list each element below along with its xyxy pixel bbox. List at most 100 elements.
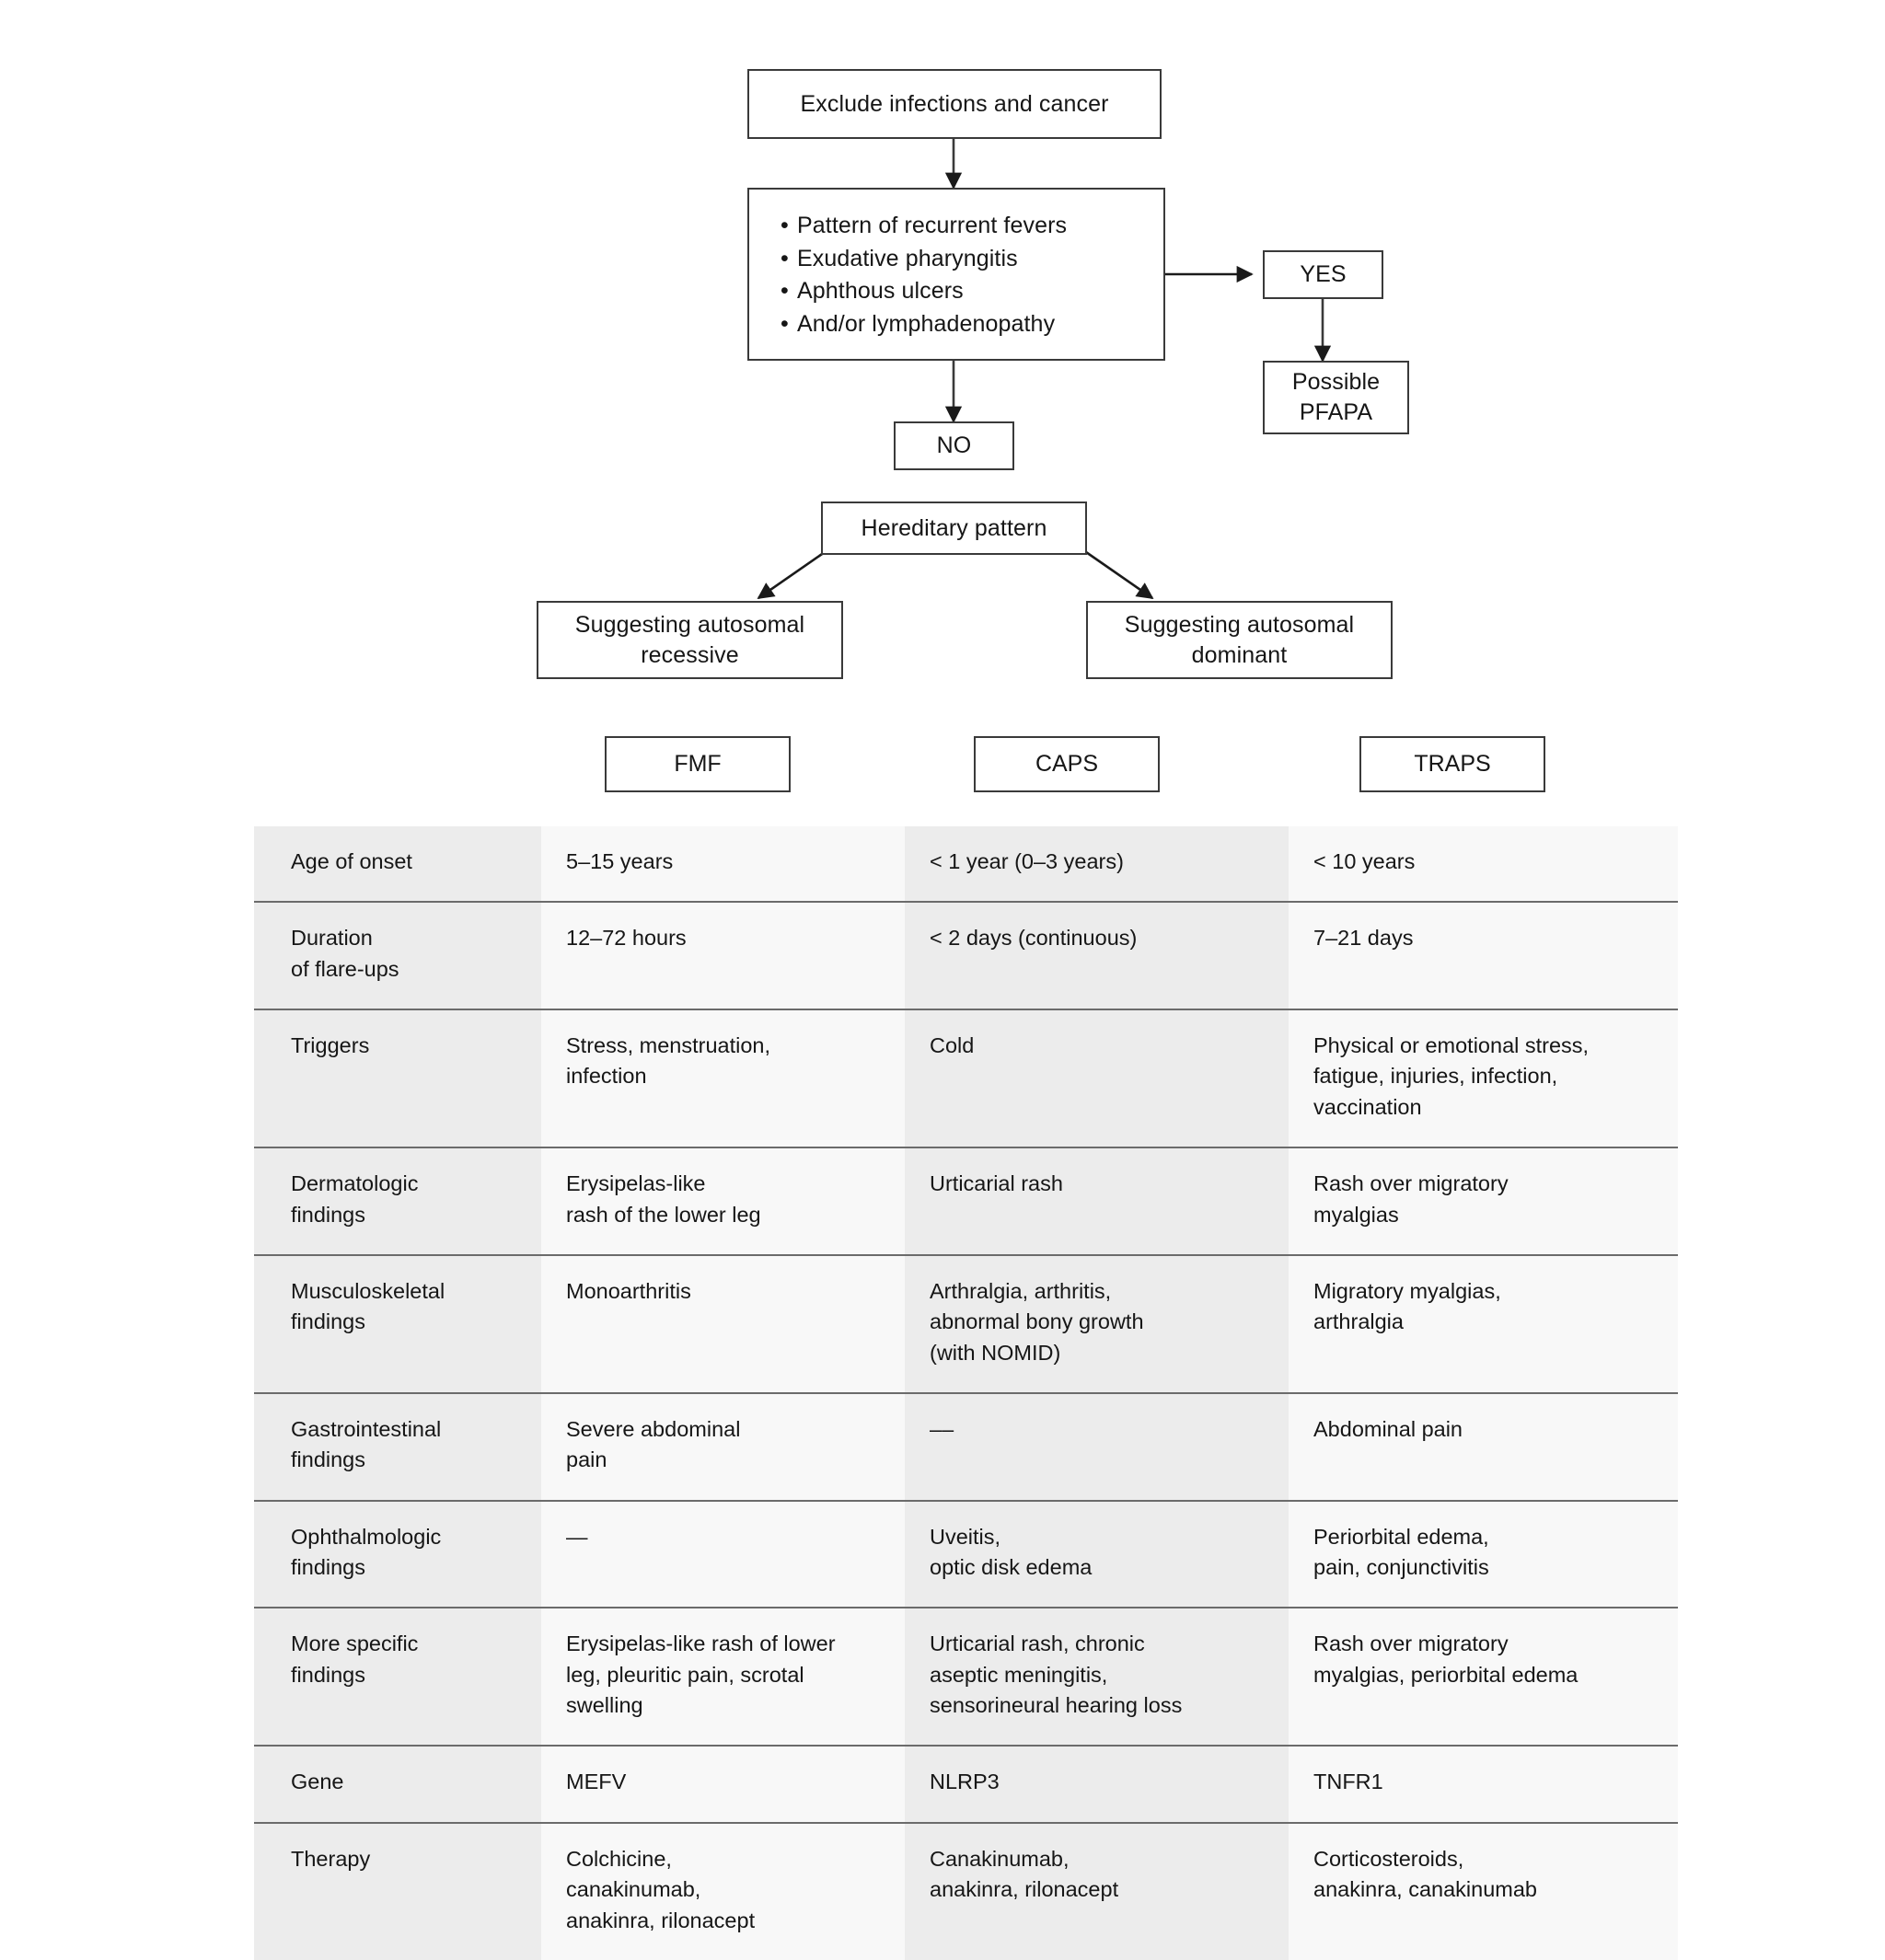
row-label-cell: Gene xyxy=(254,1745,541,1823)
row-value-cell: Cold xyxy=(905,1009,1289,1148)
node-yes-label: YES xyxy=(1300,261,1347,287)
cell-text-line: 7–21 days xyxy=(1313,926,1414,951)
cell-text-line: NLRP3 xyxy=(930,1770,1000,1794)
row-value-cell: Rash over migratory myalgias, periorbital… xyxy=(1289,1607,1678,1747)
bullet-dot-icon: • xyxy=(781,245,789,271)
node-possible-pfapa: Possible PFAPA xyxy=(1263,361,1409,434)
cell-text-line: Musculoskeletal xyxy=(291,1278,445,1303)
cell-text-line: Stress, menstruation, xyxy=(566,1033,771,1058)
row-value-cell: TNFR1 xyxy=(1289,1745,1678,1823)
cell-text-line: Canakinumab, xyxy=(930,1846,1070,1871)
chip-caps-label: CAPS xyxy=(1035,751,1099,777)
cell-text-line: sensorineural hearing loss xyxy=(930,1693,1183,1718)
cell-text-line: 12–72 hours xyxy=(566,926,687,951)
row-value-cell: Physical or emotional stress,fatigue, in… xyxy=(1289,1009,1678,1148)
node-suggesting-autosomal-dominant: Suggesting autosomal dominant xyxy=(1086,601,1393,679)
node-pfapa-line1: Possible xyxy=(1291,369,1381,395)
cell-text-line: Therapy xyxy=(291,1846,371,1871)
cell-text-line: anakinra, rilonacept xyxy=(566,1908,756,1932)
row-value-cell: 7–21 days xyxy=(1289,901,1678,1010)
cell-text-line: Severe abdominal xyxy=(566,1416,741,1441)
cell-text-line: 5–15 years xyxy=(566,849,674,873)
row-value-cell: Migratory myalgias,arthralgia xyxy=(1289,1253,1678,1393)
row-label-cell: Therapy xyxy=(254,1821,541,1960)
row-value-cell: Abdominal pain xyxy=(1289,1391,1678,1501)
node-no: NO xyxy=(894,421,1014,470)
row-value-cell: Periorbital edema,pain, conjunctivitis xyxy=(1289,1499,1678,1608)
node-suggesting-autosomal-recessive: Suggesting autosomal recessive xyxy=(537,601,843,679)
table-row: Gene MEFV NLRP3 TNFR1 xyxy=(254,1745,1678,1823)
cell-text-line: of flare-ups xyxy=(291,956,399,981)
row-value-cell: Erysipelas-like rash of lower leg, pleuri… xyxy=(541,1607,905,1747)
cell-text-line: < 2 days (continuous) xyxy=(930,926,1138,951)
recessive-line2: recessive xyxy=(641,641,739,668)
row-value-cell: Colchicine,canakinumab,anakinra, rilonac… xyxy=(541,1821,905,1960)
node-exclude-label: Exclude infections and cancer xyxy=(800,90,1109,117)
node-no-label: NO xyxy=(936,432,972,458)
node-hereditary-label: Hereditary pattern xyxy=(861,514,1047,541)
row-value-cell: Corticosteroids,anakinra, canakinumab xyxy=(1289,1821,1678,1960)
bullet-dot-icon: • xyxy=(781,310,789,337)
cell-text-line: findings xyxy=(291,1309,365,1334)
cell-text-line: Age of onset xyxy=(291,849,412,873)
cell-text-line: findings xyxy=(291,1555,365,1580)
row-value-cell: Stress, menstruation,infection xyxy=(541,1009,905,1148)
cell-text-line: Uveitis, xyxy=(930,1524,1001,1549)
cell-text-line: Rash over migratory xyxy=(1313,1171,1509,1196)
row-value-cell: Urticarial rash xyxy=(905,1147,1289,1255)
bullet-dot-icon: • xyxy=(781,213,789,238)
row-value-cell: Monoarthritis xyxy=(541,1253,905,1393)
row-value-cell: < 10 years xyxy=(1289,826,1678,903)
row-label-cell: Triggers xyxy=(254,1009,541,1148)
cell-text-line: anakinra, rilonacept xyxy=(930,1877,1119,1902)
cell-text-line: Erysipelas-like rash of lower xyxy=(566,1631,836,1656)
cell-text-line: optic disk edema xyxy=(930,1555,1093,1580)
column-header-fmf: FMF xyxy=(605,736,791,792)
criteria-bullet-3: •Aphthous ulcers xyxy=(781,275,1163,308)
cell-text-line: myalgias, periorbital edema xyxy=(1313,1662,1579,1687)
cell-text-line: Monoarthritis xyxy=(566,1278,691,1303)
row-label-cell: Dermatologic findings xyxy=(254,1147,541,1255)
node-hereditary-pattern: Hereditary pattern xyxy=(821,502,1087,555)
cell-text-line: Rash over migratory xyxy=(1313,1631,1509,1656)
cell-text-line: < 10 years xyxy=(1313,849,1416,873)
cell-text-line: Gastrointestinal xyxy=(291,1416,442,1441)
cell-text-line: canakinumab, xyxy=(566,1877,701,1902)
cell-text-line: Gene xyxy=(291,1770,344,1794)
cell-text-line: –– xyxy=(930,1416,954,1441)
comparison-table-body: Age of onset 5–15 years < 1 year (0–3 year… xyxy=(254,826,1678,1960)
recessive-line1: Suggesting autosomal xyxy=(574,611,805,638)
criteria-bullet-4: •And/or lymphadenopathy xyxy=(781,308,1163,341)
table-row: Therapy Colchicine,canakinumab,anakinra, … xyxy=(254,1821,1678,1960)
node-exclude-infections-and-cancer: Exclude infections and cancer xyxy=(747,69,1162,139)
cell-text-line: TNFR1 xyxy=(1313,1770,1383,1794)
flowchart: Exclude infections and cancer •Pattern o… xyxy=(0,0,1885,810)
dominant-line1: Suggesting autosomal xyxy=(1124,611,1355,638)
row-value-cell: < 1 year (0–3 years) xyxy=(905,826,1289,903)
cell-text-line: Dermatologic xyxy=(291,1171,419,1196)
comparison-table: Age of onset 5–15 years < 1 year (0–3 year… xyxy=(254,826,1678,1960)
row-value-cell: NLRP3 xyxy=(905,1745,1289,1823)
cell-text-line: Erysipelas-like xyxy=(566,1171,706,1196)
column-header-caps: CAPS xyxy=(974,736,1160,792)
row-value-cell: Uveitis, optic disk edema xyxy=(905,1499,1289,1608)
row-value-cell: MEFV xyxy=(541,1745,905,1823)
cell-text-line: Triggers xyxy=(291,1033,370,1058)
cell-text-line: findings xyxy=(291,1202,365,1227)
cell-text-line: anakinra, canakinumab xyxy=(1313,1877,1537,1902)
bullet-dot-icon: • xyxy=(781,278,789,304)
cell-text-line: fatigue, injuries, infection, xyxy=(1313,1064,1558,1089)
criteria-bullet-1: •Pattern of recurrent fevers xyxy=(781,210,1163,243)
cell-text-line: aseptic meningitis, xyxy=(930,1662,1108,1687)
cell-text-line: leg, pleuritic pain, scrotal xyxy=(566,1662,804,1687)
